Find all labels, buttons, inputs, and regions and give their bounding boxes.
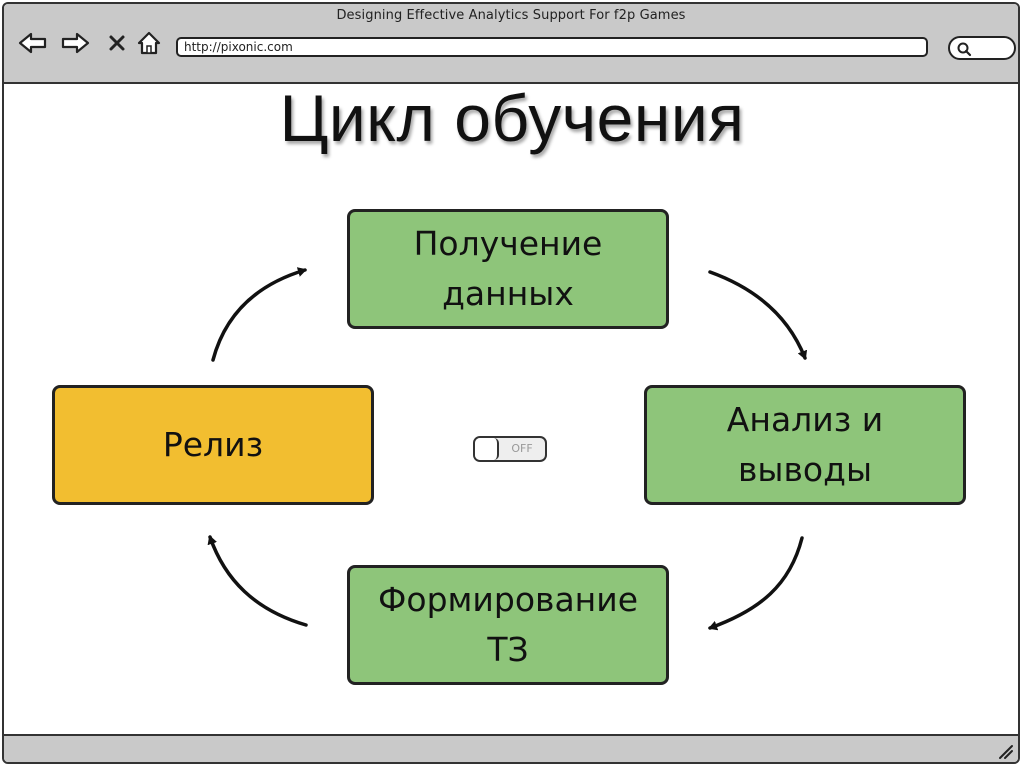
forward-arrow-icon [61, 32, 90, 54]
node-analysis[interactable]: Анализ и выводы [644, 385, 966, 505]
stop-button[interactable] [102, 28, 132, 58]
node-spec[interactable]: Формирование ТЗ [347, 565, 669, 685]
resize-grip-icon[interactable] [996, 742, 1014, 760]
home-icon [137, 31, 161, 55]
search-icon [957, 42, 972, 57]
back-button[interactable] [18, 28, 48, 58]
search-field[interactable] [948, 36, 1016, 60]
window-title: Designing Effective Analytics Support Fo… [336, 8, 686, 23]
home-button[interactable] [134, 28, 164, 58]
slide-title: Цикл обучения [279, 81, 745, 155]
forward-button[interactable] [60, 28, 90, 58]
toggle-switch[interactable]: OFF [473, 436, 547, 462]
browser-toolbar: Designing Effective Analytics Support Fo… [4, 4, 1018, 84]
toggle-knob[interactable] [475, 438, 499, 460]
arrow-analysis-to-spec [708, 536, 804, 631]
status-bar [4, 734, 1018, 762]
toggle-state-label: OFF [511, 442, 533, 455]
node-release[interactable]: Релиз [52, 385, 374, 505]
node-data-collection[interactable]: Получение данных [347, 209, 669, 329]
arrow-spec-to-release [207, 535, 308, 627]
arrow-data-to-analysis [708, 270, 808, 360]
arrow-release-to-data [211, 267, 307, 362]
back-arrow-icon [18, 32, 47, 54]
close-icon [109, 35, 125, 51]
address-bar[interactable]: http://pixonic.com [176, 37, 928, 57]
